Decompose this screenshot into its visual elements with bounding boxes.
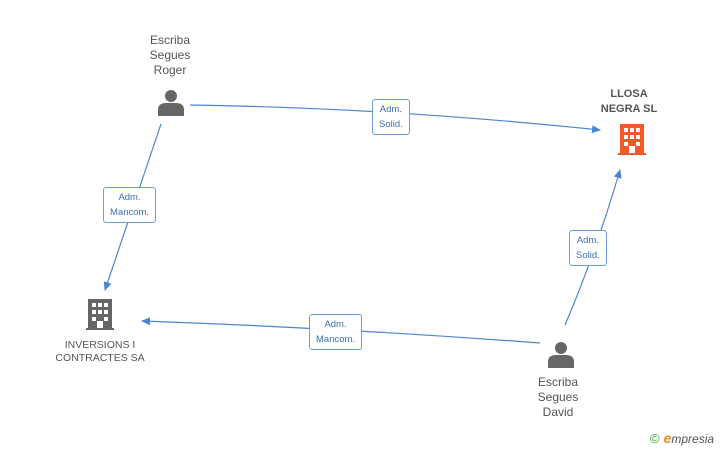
david-name-line2: Segues [537,390,579,404]
edge-label-line2: Solid. [379,119,403,130]
edge-label-line1: Adm. [118,192,141,203]
edge-label-roger-inversions[interactable]: Adm. Mancom. [103,187,157,223]
david-name-line3: David [542,405,574,419]
edge-label-line1: Adm. [379,104,402,115]
copyright-symbol: © [650,431,660,446]
brand-logo[interactable]: ©empresia [650,430,714,446]
edge-label-line2: Solid. [576,250,600,261]
building-icon[interactable] [616,122,648,156]
edge-label-david-llosa[interactable]: Adm. Solid. [569,230,607,266]
inversions-name-line2: CONTRACTES SA [55,352,145,364]
edge-label-roger-llosa[interactable]: Adm. Solid. [372,99,410,135]
node-label-david: Escriba Segues David [528,375,588,420]
edge-label-line1: Adm. [576,235,599,246]
edge-label-line1: Adm. [324,319,347,330]
brand-name: mpresia [671,432,715,446]
edge-label-line2: Mancom. [316,334,356,345]
edge-label-david-inversions[interactable]: Adm. Mancom. [309,314,363,350]
roger-name-line1: Escriba [149,33,190,47]
person-icon[interactable] [156,88,186,118]
node-label-llosa: LLOSA NEGRA SL [584,87,674,117]
llosa-name-line1: LLOSA [610,88,648,100]
llosa-name-line2: NEGRA SL [600,103,658,115]
inversions-name-line1: INVERSIONS I [64,339,136,351]
roger-name-line2: Segues [149,48,191,62]
building-icon[interactable] [84,297,116,331]
node-label-roger: Escriba Segues Roger [140,33,200,78]
edge-label-line2: Mancom. [110,207,150,218]
roger-name-line3: Roger [153,63,187,77]
person-icon[interactable] [546,340,576,370]
node-label-inversions: INVERSIONS I CONTRACTES SA [45,339,155,365]
brand-initial: e [663,430,672,446]
david-name-line1: Escriba [537,375,578,389]
